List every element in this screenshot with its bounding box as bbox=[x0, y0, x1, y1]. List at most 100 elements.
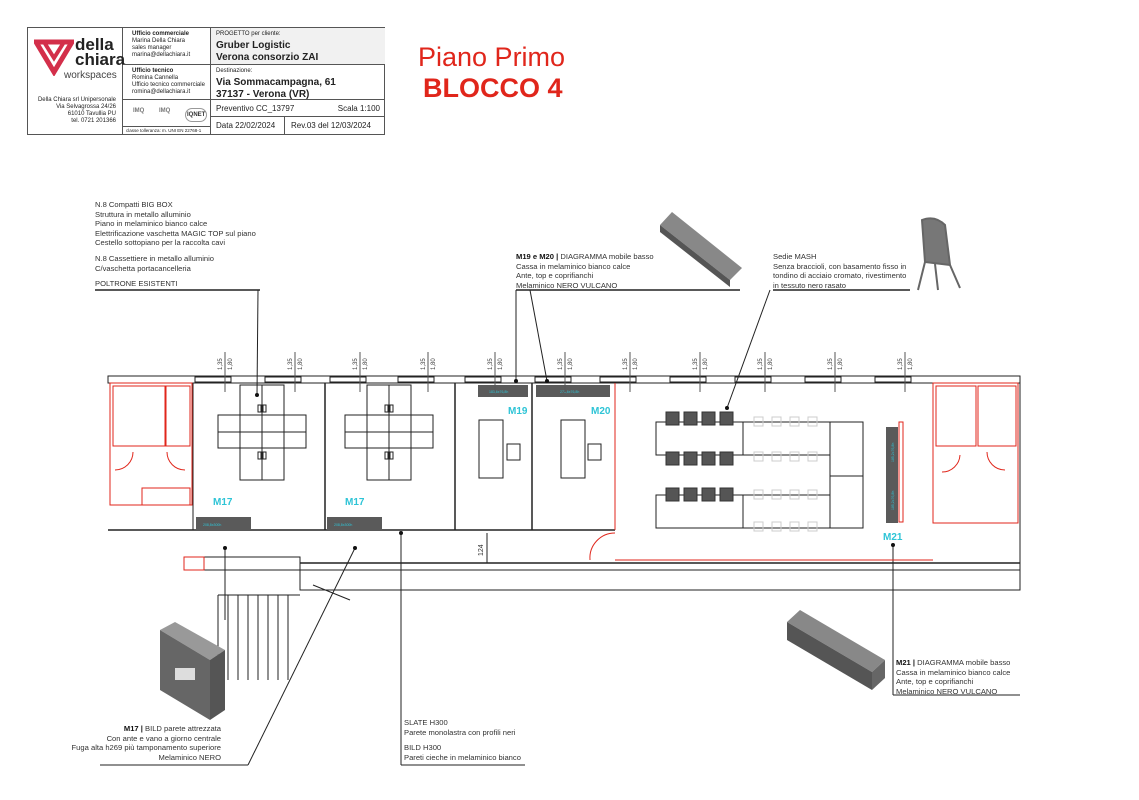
dimension-label: 1,35 bbox=[623, 358, 629, 370]
window bbox=[329, 376, 367, 383]
chair-dark bbox=[701, 487, 716, 502]
chair-dark bbox=[719, 487, 734, 502]
drawer-unit bbox=[257, 404, 262, 413]
dimension-label: 1,80 bbox=[768, 358, 774, 370]
chair-dark bbox=[719, 411, 734, 426]
chair bbox=[771, 416, 782, 427]
certifications: IMQ IMQ IQNET bbox=[123, 100, 211, 127]
dimension-label: 1,80 bbox=[633, 358, 639, 370]
chair-dark bbox=[683, 451, 698, 466]
dimension-label: 1,35 bbox=[898, 358, 904, 370]
chair-dark bbox=[665, 411, 680, 426]
chair bbox=[771, 521, 782, 532]
workstations bbox=[217, 384, 434, 481]
cabinet-m17 bbox=[327, 517, 382, 530]
chair bbox=[789, 521, 800, 532]
cabinet-m20 bbox=[536, 385, 610, 397]
drawing-title: Piano Primo bbox=[418, 42, 566, 72]
chair bbox=[807, 416, 818, 427]
dimension-label: 1,80 bbox=[228, 358, 234, 370]
window bbox=[534, 376, 572, 383]
dimension-label: 1,35 bbox=[558, 358, 564, 370]
chair bbox=[789, 416, 800, 427]
marker-m20: M20 bbox=[591, 406, 611, 417]
cabinet-size-label: 183,6x76,8h bbox=[489, 390, 508, 394]
project-cell: PROGETTO per cliente: Gruber Logistic Ve… bbox=[211, 28, 385, 65]
office-desk bbox=[560, 419, 586, 479]
marker-m21: M21 bbox=[883, 532, 903, 543]
chair-dark bbox=[701, 451, 716, 466]
dimension-label: 1,35 bbox=[693, 358, 699, 370]
chair-dark bbox=[683, 487, 698, 502]
window bbox=[264, 376, 302, 383]
della-chiara-logo-icon bbox=[34, 39, 74, 76]
dimension-label: 1,35 bbox=[353, 358, 359, 370]
cabinet-m19 bbox=[478, 385, 528, 397]
drawer-unit bbox=[262, 451, 267, 460]
window bbox=[734, 376, 772, 383]
marker-m17: M17 bbox=[213, 497, 233, 508]
staircase bbox=[217, 594, 300, 680]
drawer-unit bbox=[384, 451, 389, 460]
iqnet-logo: IQNET bbox=[185, 108, 208, 122]
dimension-label: 1,80 bbox=[431, 358, 437, 370]
cabinet-m21 bbox=[886, 427, 898, 523]
chair bbox=[771, 451, 782, 462]
cabinets bbox=[196, 385, 898, 530]
cabinet-m17 bbox=[196, 517, 251, 530]
date: Data 22/02/2024 bbox=[211, 117, 285, 134]
quote-cell: Preventivo CC_13797 Scala 1:100 bbox=[211, 100, 385, 117]
cabinet-size-label: 208,8x300h bbox=[203, 523, 221, 527]
diagramma-cabinet-illustration bbox=[660, 212, 742, 287]
chair bbox=[753, 416, 764, 427]
chair bbox=[771, 489, 782, 500]
chair-dark bbox=[665, 451, 680, 466]
dimension-label: 1,80 bbox=[838, 358, 844, 370]
cabinet-size-label: 185,2x76,8h bbox=[891, 491, 895, 510]
dimension-label: 1,35 bbox=[828, 358, 834, 370]
cabinet-size-label: 185,2x76,8h bbox=[891, 443, 895, 462]
dimension-label: 1,35 bbox=[421, 358, 427, 370]
window bbox=[194, 376, 232, 383]
cabinet-size-label: 208,8x300h bbox=[334, 523, 352, 527]
technical-office: Ufficio tecnico Romina Cannella Ufficio … bbox=[123, 65, 211, 100]
logo-subtitle: workspaces bbox=[64, 70, 117, 81]
dimension-label: 1,80 bbox=[908, 358, 914, 370]
window bbox=[874, 376, 912, 383]
window bbox=[397, 376, 435, 383]
dimension-label: 1,35 bbox=[218, 358, 224, 370]
dimension-label: 1,80 bbox=[568, 358, 574, 370]
quote-number: Preventivo CC_13797 bbox=[216, 104, 295, 113]
scale: Scala 1:100 bbox=[337, 104, 380, 113]
destination-cell: Destinazione: Via Sommacampagna, 61 3713… bbox=[211, 65, 385, 100]
chair bbox=[789, 489, 800, 500]
window bbox=[804, 376, 842, 383]
window bbox=[599, 376, 637, 383]
callout-dots bbox=[223, 379, 895, 550]
chair bbox=[789, 451, 800, 462]
chair bbox=[753, 489, 764, 500]
drawer-unit bbox=[384, 404, 389, 413]
drawer-unit bbox=[257, 451, 262, 460]
drawing-subtitle: BLOCCO 4 bbox=[423, 73, 563, 103]
restrooms bbox=[109, 382, 1019, 571]
office-desk bbox=[478, 419, 504, 479]
imq-logo: IMQ bbox=[133, 108, 145, 114]
drawer-unit bbox=[262, 404, 267, 413]
cabinet-size-label: 273,6x76,8h bbox=[560, 390, 579, 394]
windows bbox=[194, 376, 912, 383]
note-m17: M17 | BILD parete attrezzata Con ante e … bbox=[71, 724, 221, 762]
chair-dark bbox=[665, 487, 680, 502]
bild-wall-illustration bbox=[160, 622, 225, 720]
dimension-label: 1,35 bbox=[288, 358, 294, 370]
drawer-unit bbox=[389, 451, 394, 460]
dimension-label: 1,80 bbox=[498, 358, 504, 370]
diagramma-cabinet-illustration bbox=[787, 610, 885, 690]
dimension-label: 1,80 bbox=[363, 358, 369, 370]
